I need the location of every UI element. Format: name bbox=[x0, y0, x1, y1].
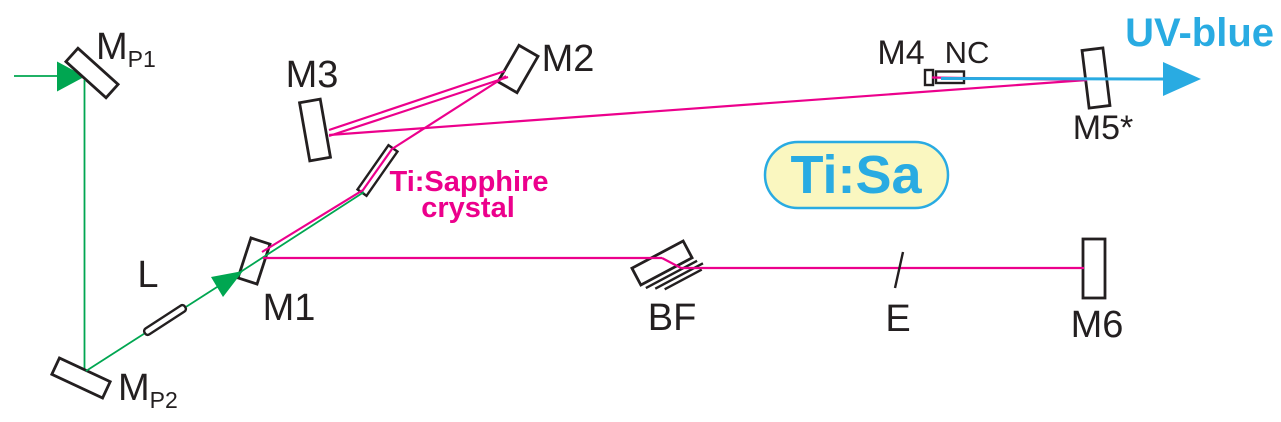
label-m5: M5* bbox=[1073, 109, 1133, 147]
label-crystal-line2: crystal bbox=[421, 192, 515, 224]
label-uv-blue: UV-blue bbox=[1125, 11, 1274, 55]
pump-beam-m1-crystal bbox=[227, 191, 365, 281]
pump-arrowhead-input-icon bbox=[57, 61, 85, 92]
mirror-m2 bbox=[496, 43, 540, 95]
mirror-m4 bbox=[923, 68, 935, 87]
uv-arrowhead-icon bbox=[1163, 62, 1201, 96]
label-mp1: MP1 bbox=[96, 26, 156, 72]
cavity-beam-m3-m2-upper bbox=[328, 69, 506, 132]
label-m2: M2 bbox=[542, 38, 595, 80]
pump-arrowhead-m1-icon bbox=[211, 271, 243, 297]
label-m1: M1 bbox=[263, 287, 316, 329]
ti-sa-badge bbox=[763, 140, 950, 210]
mirror-mp1 bbox=[63, 46, 121, 100]
label-etalon: E bbox=[885, 298, 910, 340]
mirror-m3 bbox=[297, 97, 333, 163]
label-lens: L bbox=[137, 254, 158, 296]
cavity-beam-bf-jog bbox=[661, 257, 682, 269]
mirror-mp2 bbox=[49, 356, 113, 400]
cavity-beam-m3-m5 bbox=[328, 78, 1088, 137]
mirror-m6 bbox=[1081, 237, 1107, 300]
label-nc: NC bbox=[945, 35, 990, 70]
mirror-m1 bbox=[236, 236, 272, 286]
cavity-beam-m1-crystal-m2 bbox=[261, 75, 507, 253]
label-mp2: MP2 bbox=[118, 367, 178, 413]
label-m6: M6 bbox=[1071, 304, 1124, 346]
etalon-e bbox=[893, 251, 905, 289]
ti-sa-badge-label: Ti:Sa bbox=[790, 145, 922, 205]
label-crystal-line1: Ti:Sapphire bbox=[390, 166, 549, 198]
label-bf: BF bbox=[648, 297, 697, 339]
cavity-beam-m3-m2-lower bbox=[328, 75, 509, 138]
uv-output-beam bbox=[940, 77, 1165, 81]
lens-l bbox=[142, 303, 188, 337]
label-m3: M3 bbox=[286, 54, 339, 96]
label-m4: M4 bbox=[877, 34, 924, 72]
